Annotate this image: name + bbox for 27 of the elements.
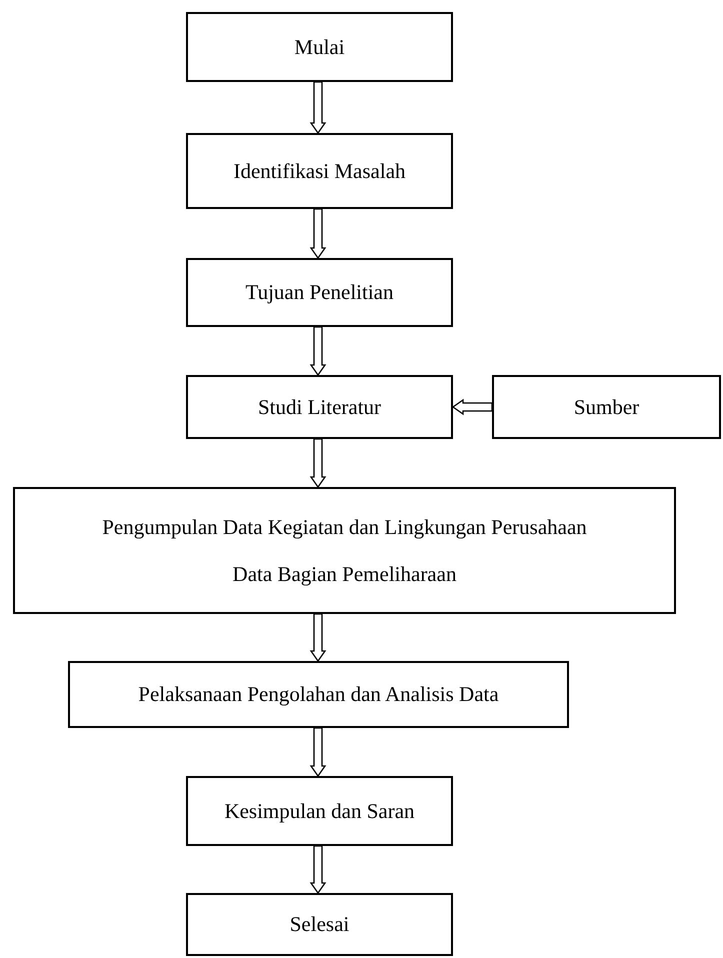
- block-arrow: [310, 727, 326, 778]
- block-arrow: [310, 81, 326, 134]
- box-label: Selesai: [290, 911, 350, 938]
- process-box: [186, 12, 453, 82]
- block-arrow: [310, 208, 326, 260]
- process-box: [186, 133, 453, 209]
- process-box: [186, 258, 453, 327]
- box-label: Data Bagian Pemeliharaan: [232, 560, 456, 587]
- block-arrow: [310, 613, 326, 662]
- box-label: Tujuan Penelitian: [246, 279, 394, 306]
- process-box: [68, 661, 569, 728]
- box-label: Mulai: [294, 34, 345, 60]
- block-arrow: [310, 845, 326, 894]
- box-label: Studi Literatur: [258, 394, 382, 420]
- box-label: Pengumpulan Data Kegiatan dan Lingkungan Perusahaan: [102, 514, 587, 540]
- block-arrow: [452, 398, 493, 416]
- process-box: [492, 375, 721, 439]
- box-label: Identifikasi Masalah: [233, 158, 406, 184]
- process-box: [186, 375, 453, 439]
- process-box: [13, 487, 676, 614]
- box-label: Pelaksanaan Pengolahan dan Analisis Data: [138, 681, 499, 708]
- block-arrow: [310, 326, 326, 376]
- process-box: [186, 776, 453, 846]
- box-label: Kesimpulan dan Saran: [224, 798, 415, 824]
- block-arrow: [310, 438, 326, 488]
- box-label: Sumber: [574, 394, 640, 420]
- process-box: [186, 893, 453, 956]
